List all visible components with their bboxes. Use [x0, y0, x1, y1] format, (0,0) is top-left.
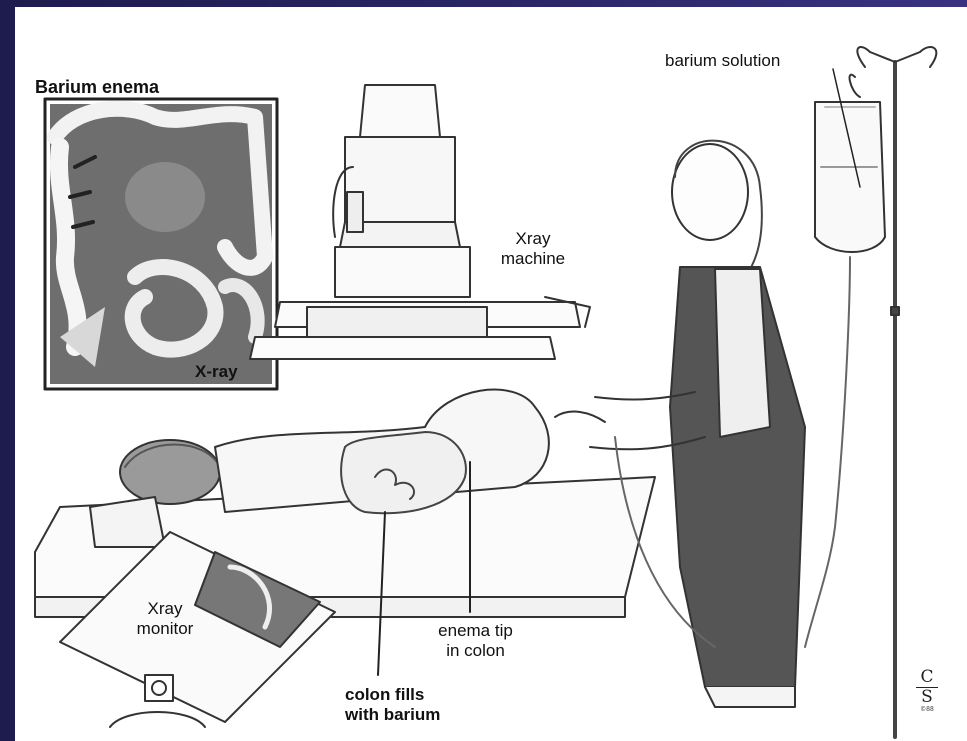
colon-fills-label: colon fills with barium	[345, 685, 470, 725]
copyright-logo: C S ©88	[916, 669, 938, 713]
inset-caption: X-ray	[195, 362, 238, 382]
technician-figure	[555, 141, 805, 707]
illustration-panel: Barium enema X-ray barium solution Xray …	[15, 7, 967, 741]
xray-monitor-label: Xray monitor	[115, 599, 215, 639]
xray-inset-image	[45, 99, 277, 389]
logo-letter-c: C	[920, 667, 933, 687]
inset-title: Barium enema	[35, 77, 159, 97]
xray-machine-label: Xray machine	[483, 229, 583, 269]
logo-small-text: ©88	[916, 706, 938, 713]
barium-bag-icon	[805, 69, 885, 647]
xray-machine-icon	[250, 85, 590, 359]
enema-tip-label: enema tip in colon	[413, 621, 538, 661]
logo-letter-s: S	[921, 687, 933, 707]
barium-solution-label: barium solution	[665, 51, 780, 71]
